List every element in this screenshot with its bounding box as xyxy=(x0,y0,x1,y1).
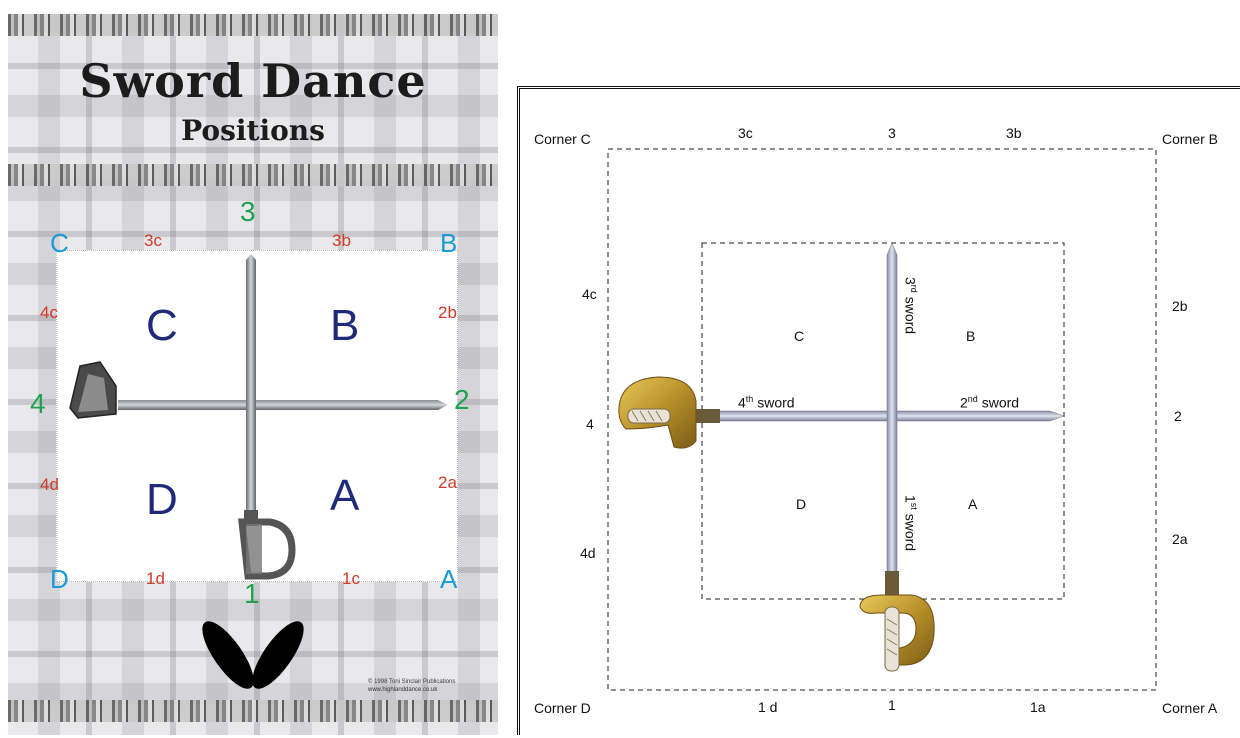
poster-horizontal-sword xyxy=(70,362,448,418)
poster-diagonal-1c: 1c xyxy=(342,570,360,587)
poster-quadrant-c: C xyxy=(146,304,178,348)
corner-a-label: Corner A xyxy=(1162,701,1217,715)
position-4-label: 4 xyxy=(586,417,594,431)
first-sword-label: 1st sword xyxy=(903,495,918,551)
position-3-label: 3 xyxy=(888,126,896,140)
position-4c-label: 4c xyxy=(582,287,597,301)
corner-d-label: Corner D xyxy=(534,701,591,715)
horizontal-sword xyxy=(619,377,1064,448)
position-1d-label: 1 d xyxy=(758,700,777,714)
third-sword-label: 3rd sword xyxy=(903,277,918,334)
poster-diagonal-1d: 1d xyxy=(146,570,165,587)
poster-diagonal-2a: 2a xyxy=(438,474,457,491)
poster-corner-a: A xyxy=(440,566,457,592)
poster-position-2: 2 xyxy=(454,386,470,414)
poster-corner-d: D xyxy=(50,566,69,592)
poster-diagonal-3c: 3c xyxy=(144,232,162,249)
position-2-label: 2 xyxy=(1174,409,1182,423)
poster-corner-c: C xyxy=(50,230,69,256)
position-3b-label: 3b xyxy=(1006,126,1022,140)
poster-diagonal-2b: 2b xyxy=(438,304,457,321)
second-sword-label: 2nd sword xyxy=(960,395,1019,410)
poster-vertical-sword xyxy=(242,254,292,576)
position-4d-label: 4d xyxy=(580,546,596,560)
diagram-graphics xyxy=(520,89,1240,738)
corner-b-label: Corner B xyxy=(1162,132,1218,146)
vertical-sword xyxy=(860,243,934,671)
poster-quadrant-d: D xyxy=(146,478,178,522)
position-1-label: 1 xyxy=(888,698,896,712)
sword-dance-poster: Sword Dance Positions xyxy=(8,14,498,735)
poster-diagonal-4d: 4d xyxy=(40,476,59,493)
poster-position-3: 3 xyxy=(240,198,256,226)
poster-diagonal-4c: 4c xyxy=(40,304,58,321)
poster-quadrant-a: A xyxy=(330,474,359,518)
quadrant-a-label: A xyxy=(968,497,977,511)
poster-corner-b: B xyxy=(440,230,457,256)
position-2b-label: 2b xyxy=(1172,299,1188,313)
poster-copyright-line2: www.highlanddance.co.uk xyxy=(368,686,488,694)
poster-quadrant-b: B xyxy=(330,304,359,348)
quadrant-d-label: D xyxy=(796,497,806,511)
poster-position-4: 4 xyxy=(30,390,46,418)
position-1a-label: 1a xyxy=(1030,700,1046,714)
quadrant-b-label: B xyxy=(966,329,975,343)
fourth-sword-label: 4th sword xyxy=(738,395,795,410)
poster-copyright: © 1998 Toni Sinclair Publications www.hi… xyxy=(368,678,488,694)
poster-position-1: 1 xyxy=(244,580,260,608)
sword-positions-diagram: Corner C Corner B Corner D Corner A 3c 3… xyxy=(517,86,1240,735)
quadrant-c-label: C xyxy=(794,329,804,343)
poster-diagonal-3b: 3b xyxy=(332,232,351,249)
position-2a-label: 2a xyxy=(1172,532,1188,546)
position-3c-label: 3c xyxy=(738,126,753,140)
footprints-icon xyxy=(198,610,308,700)
poster-copyright-line1: © 1998 Toni Sinclair Publications xyxy=(368,678,488,686)
corner-c-label: Corner C xyxy=(534,132,591,146)
